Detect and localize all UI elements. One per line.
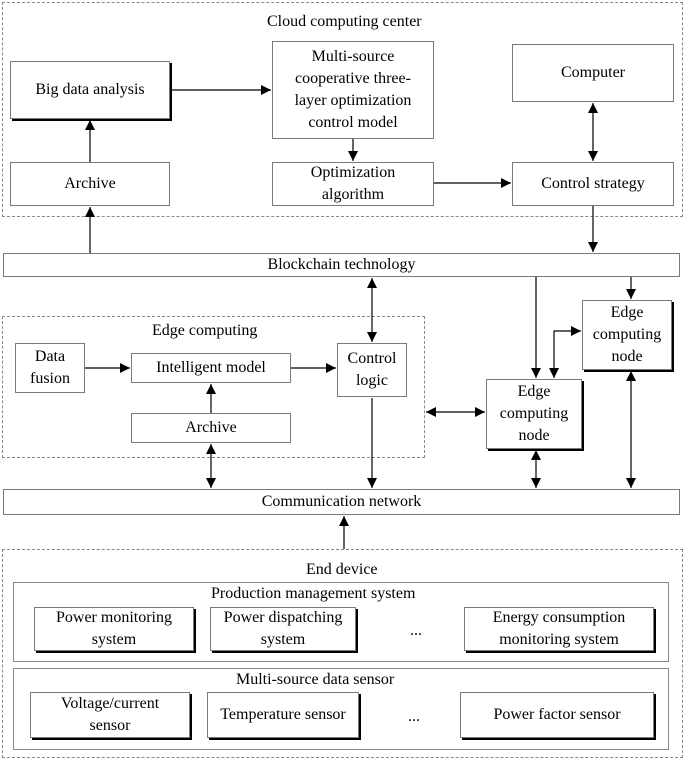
arrow-node-to-node: [549, 326, 581, 378]
optimization-algorithm-box: Optimization algorithm: [272, 162, 434, 206]
computer-box: Computer: [512, 44, 674, 102]
data-fusion-box: Data fusion: [15, 343, 85, 393]
multi-source-data-sensor-group: [13, 668, 669, 750]
power-factor-sensor-box: Power factor sensor: [460, 692, 654, 738]
edge-computing-node-right: Edge computing node: [582, 300, 672, 370]
edge-archive-box: Archive: [131, 413, 291, 443]
end-device-region: [2, 549, 683, 758]
cloud-computing-center-region: [2, 2, 683, 217]
cloud-archive-box: Archive: [10, 162, 170, 206]
edge-computing-title: Edge computing: [152, 322, 258, 339]
power-monitoring-system-box: Power monitoring system: [34, 607, 194, 651]
energy-consumption-monitoring-system-box: Energy consumption monitoring system: [464, 607, 654, 651]
end-device-title: End device: [306, 561, 378, 578]
edge-computing-node-middle: Edge computing node: [486, 379, 582, 449]
control-strategy-box: Control strategy: [512, 162, 674, 206]
voltage-current-sensor-box: Voltage/current sensor: [30, 692, 190, 738]
intelligent-model-box: Intelligent model: [131, 353, 291, 383]
big-data-analysis-box: Big data analysis: [10, 61, 170, 119]
cloud-computing-center-title: Cloud computing center: [267, 13, 422, 30]
production-management-system-group: [13, 582, 669, 662]
multi-source-data-sensor-title: Multi-source data sensor: [236, 671, 395, 688]
optimization-control-model-box: Multi-source cooperative three- layer op…: [272, 41, 434, 139]
control-logic-box: Control logic: [337, 343, 407, 397]
temperature-sensor-box: Temperature sensor: [207, 692, 359, 738]
sensor-ellipsis: ...: [408, 708, 420, 725]
communication-network-bar: Communication network: [3, 489, 680, 515]
production-management-system-title: Production management system: [211, 585, 416, 602]
power-dispatching-system-box: Power dispatching system: [210, 607, 356, 651]
production-ellipsis: ...: [410, 622, 422, 639]
blockchain-technology-bar: Blockchain technology: [3, 253, 680, 277]
